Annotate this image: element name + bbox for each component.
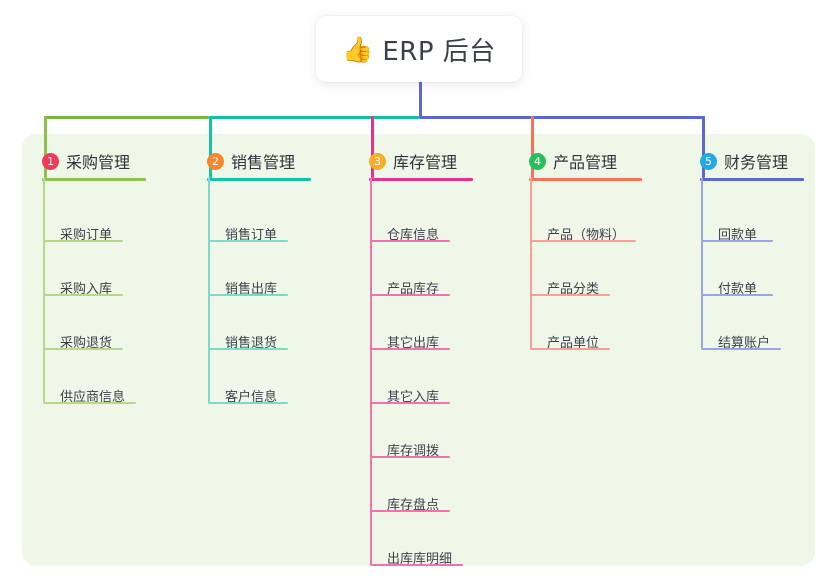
branch-header-5[interactable]: 5 财务管理 [700, 148, 788, 174]
branch-header-rule [700, 178, 804, 181]
thumbs-up-icon: 👍 [342, 34, 374, 64]
branch-header-2[interactable]: 2 销售管理 [207, 148, 295, 174]
bus-segment-right [419, 116, 705, 119]
leaf-item-rule [370, 294, 450, 296]
branch-title: 销售管理 [231, 153, 296, 172]
branch-spine [43, 178, 45, 402]
branch-header-rule [369, 178, 473, 181]
branch-column-1: 1 采购管理采购订单采购入库采购退货供应商信息 [42, 148, 146, 405]
leaf-item[interactable]: 销售出库 [225, 282, 278, 297]
column-drop-5 [702, 116, 705, 178]
leaf-item[interactable]: 产品库存 [387, 282, 440, 297]
leaf-item-rule [43, 294, 123, 296]
branch-number-badge: 2 [207, 152, 224, 170]
leaf-item-rule [370, 456, 450, 458]
leaf-item-rule [43, 240, 123, 242]
bus-segment-left [44, 116, 209, 119]
leaf-item[interactable]: 其它出库 [387, 336, 440, 351]
leaf-item-rule [370, 348, 450, 350]
branch-title: 产品管理 [553, 153, 618, 172]
column-drop-3 [371, 116, 374, 178]
branch-spine [701, 178, 703, 348]
leaf-item[interactable]: 采购入库 [60, 282, 113, 297]
leaf-item[interactable]: 供应商信息 [60, 390, 126, 405]
leaf-item[interactable]: 采购订单 [60, 228, 113, 243]
leaf-item[interactable]: 销售订单 [225, 228, 278, 243]
leaf-item[interactable]: 销售退货 [225, 336, 278, 351]
branch-column-3: 3 库存管理仓库信息产品库存其它出库其它入库库存调拨库存盘点出库库明细 [369, 148, 473, 567]
column-drop-2 [209, 116, 212, 178]
leaf-item[interactable]: 仓库信息 [387, 228, 440, 243]
branch-spine [370, 178, 372, 564]
branch-title: 采购管理 [66, 153, 131, 172]
root-stem [419, 80, 422, 118]
leaf-item-rule [701, 240, 773, 242]
leaf-item-rule [701, 348, 781, 350]
branch-column-5: 5 财务管理回款单付款单结算账户 [700, 148, 804, 351]
leaf-item[interactable]: 库存盘点 [387, 498, 440, 513]
leaf-item-rule [208, 402, 288, 404]
leaf-item[interactable]: 结算账户 [718, 336, 771, 351]
page-title: ERP 后台 [382, 36, 496, 67]
branch-spine [208, 178, 210, 402]
leaf-item-rule [530, 294, 610, 296]
leaf-item-rule [530, 240, 636, 242]
branch-number-badge: 3 [369, 152, 386, 170]
leaf-item-rule [370, 240, 450, 242]
leaf-item-rule [701, 294, 773, 296]
branch-title: 财务管理 [724, 153, 789, 172]
bus-segment-mid [209, 116, 419, 119]
leaf-item[interactable]: 采购退货 [60, 336, 113, 351]
branch-column-2: 2 销售管理销售订单销售出库销售退货客户信息 [207, 148, 311, 405]
column-drop-4 [531, 116, 534, 178]
column-drop-1 [44, 116, 47, 178]
branch-header-3[interactable]: 3 库存管理 [369, 148, 457, 174]
leaf-item[interactable]: 产品（物料） [547, 228, 626, 243]
branch-header-rule [207, 178, 311, 181]
root-node[interactable]: 👍 ERP 后台 [316, 16, 522, 82]
leaf-item-rule [370, 402, 450, 404]
leaf-item[interactable]: 出库库明细 [387, 552, 453, 567]
leaf-item[interactable]: 其它入库 [387, 390, 440, 405]
branch-title: 库存管理 [393, 153, 458, 172]
branch-number-badge: 1 [42, 152, 59, 170]
branch-header-4[interactable]: 4 产品管理 [529, 148, 617, 174]
leaf-item[interactable]: 回款单 [718, 228, 758, 243]
branch-spine [530, 178, 532, 348]
leaf-item[interactable]: 客户信息 [225, 390, 278, 405]
leaf-item-rule [370, 510, 450, 512]
branch-number-badge: 4 [529, 152, 546, 170]
leaf-item-rule [208, 348, 288, 350]
branch-header-1[interactable]: 1 采购管理 [42, 148, 130, 174]
leaf-item[interactable]: 付款单 [718, 282, 758, 297]
leaf-item-rule [208, 294, 288, 296]
leaf-item-rule [43, 348, 123, 350]
leaf-item-rule [43, 402, 136, 404]
leaf-item[interactable]: 产品分类 [547, 282, 600, 297]
diagram-panel [22, 134, 815, 566]
branch-column-4: 4 产品管理产品（物料） 产品分类产品单位 [529, 148, 642, 351]
leaf-item[interactable]: 库存调拨 [387, 444, 440, 459]
leaf-item-rule [530, 348, 610, 350]
branch-header-rule [529, 178, 642, 181]
branch-number-badge: 5 [700, 152, 717, 170]
leaf-item[interactable]: 产品单位 [547, 336, 600, 351]
branch-header-rule [42, 178, 146, 181]
leaf-item-rule [370, 564, 463, 566]
leaf-item-rule [208, 240, 288, 242]
